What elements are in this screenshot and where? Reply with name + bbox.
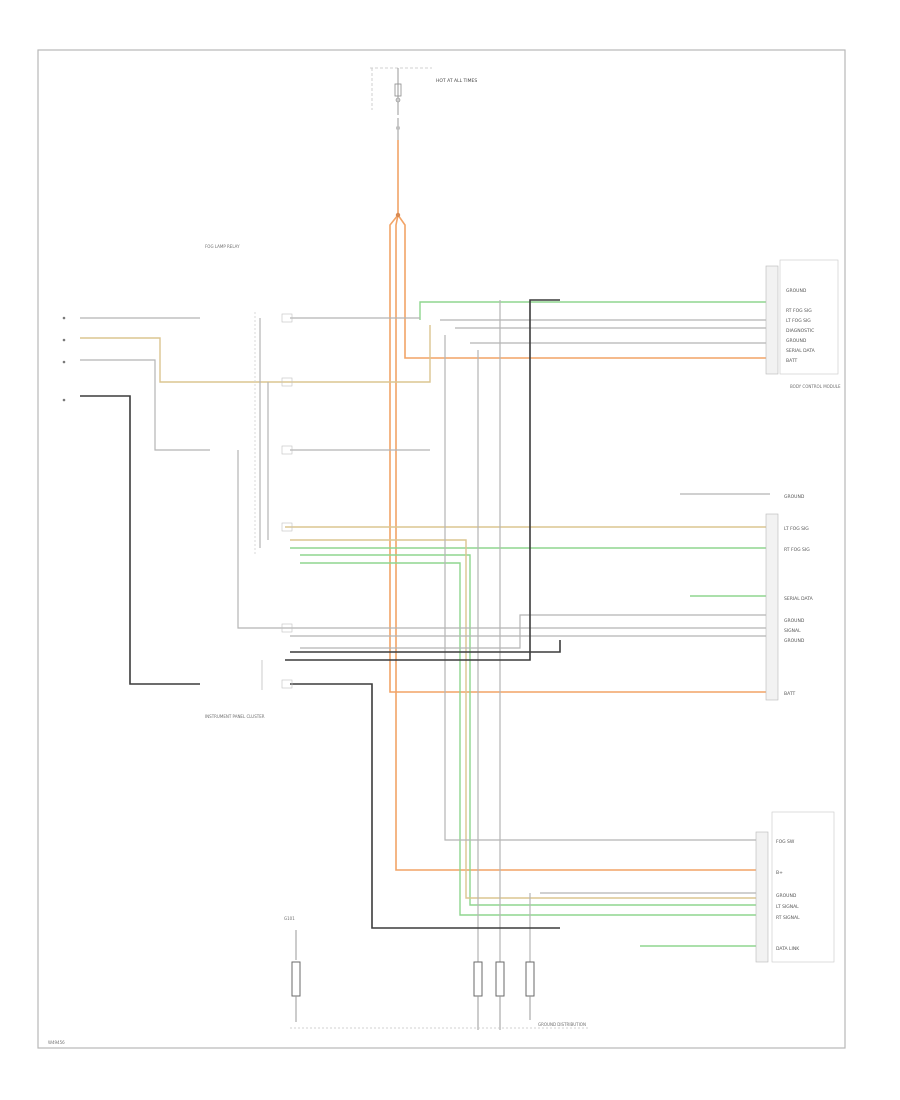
tan-signal-wires: [80, 325, 770, 899]
pin-label: GROUND: [786, 288, 807, 294]
top-module-label: BODY CONTROL MODULE: [790, 384, 841, 389]
pin-label: GROUND: [784, 618, 805, 624]
fuse-icon: [394, 83, 402, 103]
grey-wires: [80, 300, 770, 970]
pin-label: DATA LINK: [776, 946, 800, 952]
relay-label: FOG LAMP RELAY: [205, 244, 240, 249]
diagram-frame: [37, 49, 846, 1049]
pin-label: GROUND: [786, 338, 807, 344]
pin-label: GROUND: [784, 638, 805, 644]
page-ref: W49456: [48, 1040, 65, 1045]
pin-label: LT FOG SIG: [784, 526, 809, 532]
left-terminals: [62, 316, 66, 402]
pin-label: SIGNAL: [784, 628, 801, 634]
ground-wires: [80, 299, 561, 929]
pin-label: SERIAL DATA: [784, 596, 814, 602]
fuse-block-label: HOT AT ALL TIMES: [436, 78, 477, 84]
pin-label: FOG SW: [776, 839, 795, 845]
pin-label: LT SIGNAL: [776, 904, 799, 910]
central-connector-block: [254, 312, 293, 690]
fuse-block: HOT AT ALL TIMES: [370, 67, 477, 140]
pin-label: DIAGNOSTIC: [786, 328, 814, 334]
pin-label: GROUND: [776, 893, 797, 899]
central-connector-label: INSTRUMENT PANEL CLUSTER: [205, 714, 265, 719]
pin-label: LT FOG SIG: [786, 318, 811, 324]
pin-label: RT SIGNAL: [776, 915, 800, 921]
splice-point: [395, 212, 401, 218]
pin-label: BATT: [784, 691, 795, 697]
pin-label: B+: [776, 870, 783, 876]
pin-label: SERIAL DATA: [786, 348, 816, 354]
pin-label: RT FOG SIG: [784, 547, 810, 553]
orange-power-wires: [389, 140, 770, 871]
ground-stack: [473, 961, 535, 1030]
ground-label: G101: [284, 916, 295, 921]
bottom-right-module: FOG SW B+ GROUND LT SIGNAL RT SIGNAL DAT…: [755, 811, 835, 963]
pin-label: BATT: [786, 358, 797, 364]
ground-stack-label: GROUND DISTRIBUTION: [538, 1022, 586, 1027]
top-right-module: GROUND RT FOG SIG LT FOG SIG DIAGNOSTIC …: [765, 259, 839, 375]
ground-icon: [291, 930, 301, 1022]
mid-right-module: GROUND LT FOG SIG RT FOG SIG SERIAL DATA…: [765, 494, 814, 701]
pin-label: GROUND: [784, 494, 805, 500]
pin-label: RT FOG SIG: [786, 308, 812, 314]
